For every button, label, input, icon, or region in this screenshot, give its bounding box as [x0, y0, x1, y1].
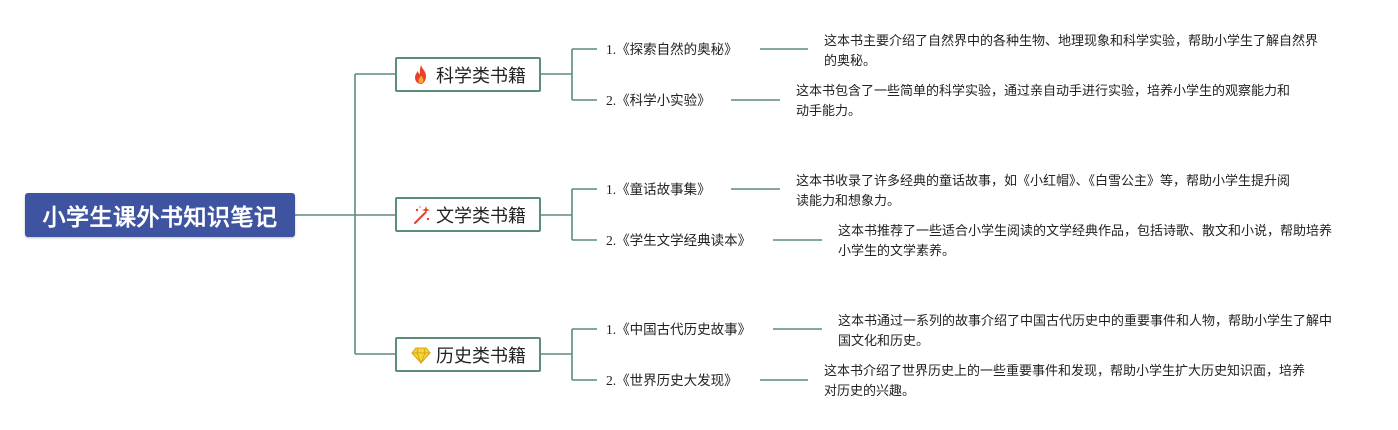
magic-wand-icon [410, 204, 432, 226]
root-topic[interactable]: 小学生课外书知识笔记 [25, 193, 295, 237]
book-description: 这本书收录了许多经典的童话故事，如《小红帽》、《白雪公主》等，帮助小学生提升阅读… [796, 174, 1291, 209]
diamond-icon [410, 344, 432, 366]
book-title[interactable]: 1.《童话故事集》 [606, 182, 711, 197]
branch-literature[interactable]: 文学类书籍 [395, 197, 541, 232]
book-description: 这本书主要介绍了自然界中的各种生物、地理现象和科学实验，帮助小学生了解自然界的奥… [824, 34, 1319, 69]
book-title[interactable]: 1.《探索自然的奥秘》 [606, 42, 738, 57]
branch-history-label: 历史类书籍 [436, 345, 526, 367]
root-title: 小学生课外书知识笔记 [42, 205, 278, 231]
book-description: 这本书推荐了一些适合小学生阅读的文学经典作品，包括诗歌、散文和小说，帮助培养小学… [838, 224, 1333, 259]
book-title[interactable]: 2.《世界历史大发现》 [606, 373, 738, 388]
science-desc-connectors [731, 48, 808, 101]
branch-literature-label: 文学类书籍 [436, 205, 526, 227]
book-title[interactable]: 2.《学生文学经典读本》 [606, 233, 752, 248]
literature-desc-connectors [731, 188, 822, 241]
literature-sub-connectors [541, 188, 597, 241]
book-description: 这本书介绍了世界历史上的一些重要事件和发现，帮助小学生扩大历史知识面，培养对历史… [824, 364, 1306, 399]
book-description: 这本书包含了一些简单的科学实验，通过亲自动手进行实验，培养小学生的观察能力和动手… [796, 84, 1291, 119]
branch-science[interactable]: 科学类书籍 [395, 57, 541, 92]
science-sub-connectors [541, 48, 597, 101]
fire-icon [410, 64, 432, 86]
book-title[interactable]: 1.《中国古代历史故事》 [606, 322, 752, 337]
history-desc-connectors [760, 328, 822, 381]
book-title[interactable]: 2.《科学小实验》 [606, 93, 711, 108]
book-description: 这本书通过一系列的故事介绍了中国古代历史中的重要事件和人物，帮助小学生了解中国文… [838, 314, 1333, 349]
branch-science-label: 科学类书籍 [436, 65, 526, 87]
branch-history[interactable]: 历史类书籍 [395, 337, 541, 372]
history-sub-connectors [541, 328, 597, 381]
